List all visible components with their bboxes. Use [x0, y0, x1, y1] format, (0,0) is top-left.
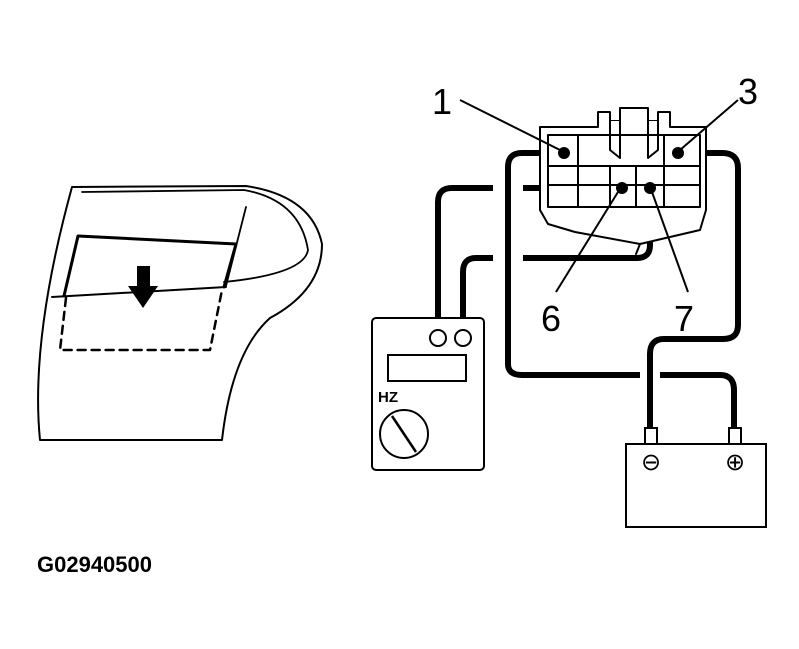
connector-latch-right: [647, 121, 659, 159]
meter-dial-pointer: [390, 415, 418, 453]
wire-terminal-1: [505, 150, 737, 431]
leader-3: [679, 99, 739, 151]
leader-7: [651, 191, 689, 293]
connector-latch: [609, 121, 621, 159]
meter-display: [387, 354, 467, 382]
wires: [435, 150, 741, 431]
callout-leaders: [459, 99, 739, 293]
meter-probe-right: [454, 329, 472, 347]
down-arrow-icon: [128, 266, 158, 308]
rear-door: [37, 185, 323, 441]
battery-post-negative: [644, 427, 658, 445]
meter-probe-left: [429, 329, 447, 347]
window-frame-inner: [81, 189, 309, 283]
leader-6: [555, 191, 619, 293]
terminal-6-dot: [616, 182, 628, 194]
battery-body: [625, 443, 767, 528]
battery-post-positive: [728, 427, 742, 445]
battery-negative-icon: ⊖: [641, 449, 661, 476]
battery-positive-icon: ⊕: [725, 449, 745, 476]
terminal-1-dot: [558, 147, 570, 159]
lowered-glass-outline: [58, 288, 224, 352]
callout-1: 1: [432, 81, 452, 122]
door-outline: [37, 185, 323, 441]
leader-1: [459, 99, 561, 151]
window-glass-top: [62, 234, 238, 298]
callout-3: 3: [738, 71, 758, 112]
wire-terminal-7: [460, 185, 653, 333]
terminal-7-dot: [644, 182, 656, 194]
connector: [539, 107, 707, 255]
wire-terminal-6: [435, 185, 625, 333]
figure-id: G02940500: [37, 552, 152, 577]
connector-terminals: [558, 147, 684, 194]
terminal-grid: [547, 134, 701, 208]
connector-body: [539, 107, 707, 255]
meter-dial-label: HZ: [378, 389, 398, 406]
callout-6: 6: [541, 298, 561, 339]
frequency-meter: [371, 317, 485, 471]
wire-terminal-3: [647, 150, 741, 431]
callout-7: 7: [674, 298, 694, 339]
battery: [625, 427, 767, 528]
